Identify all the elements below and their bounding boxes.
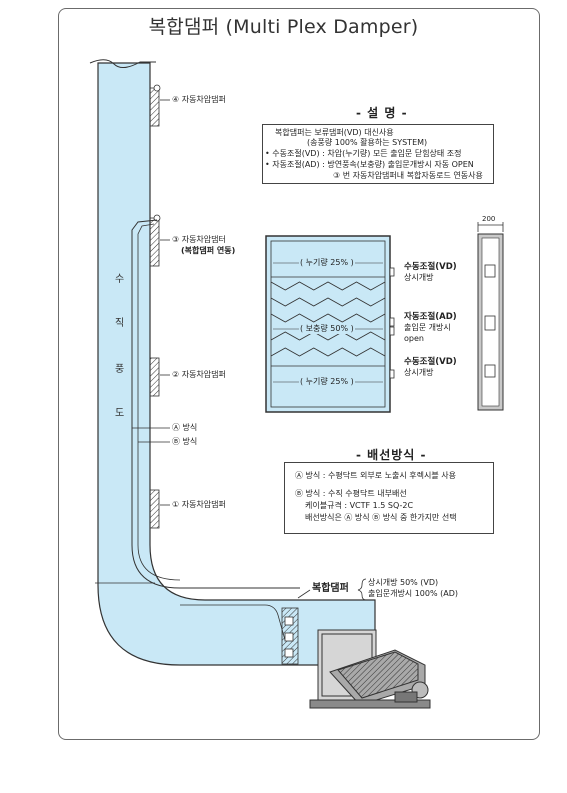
explanation-heading: - 설 명 - [356, 106, 408, 120]
wiring-heading: - 배선방식 - [356, 448, 427, 462]
damper-3-label: ③ 자동차압댐터 [172, 235, 226, 244]
explanation-line-3: • 수동조절(VD) : 차압(누기량) 모든 출입문 닫힘상태 조정 [265, 149, 462, 158]
bottom-multiplex-damper [281, 607, 299, 665]
shaft-char-3: 풍 [115, 364, 125, 375]
vd-top-title: 수동조절(VD) [404, 262, 457, 272]
ad-title: 자동조절(AD) [404, 312, 457, 322]
explanation-line-2: (송풍량 100% 활용하는 SYSTEM) [307, 138, 428, 147]
wiring-box: Ⓐ 방식 : 수평닥트 외부로 노출시 후렉시블 사용 Ⓑ 방식 : 수직 수평… [284, 462, 494, 534]
page-title: 복합댐퍼 (Multi Plex Damper) [148, 16, 419, 38]
wiring-a-label: Ⓐ 방식 [172, 423, 198, 432]
vertical-shaft [97, 62, 376, 666]
ad-sub-2: open [404, 334, 424, 343]
damper-4 [149, 87, 160, 127]
panel-top-band: ( 누기량 25% ) [299, 258, 355, 268]
wiring-line-a [131, 219, 300, 589]
damper-1 [149, 489, 160, 529]
damper-3 [149, 217, 160, 267]
wiring-cable-spec: 케이블규격 : VCTF 1.5 SQ-2C [305, 501, 414, 510]
shaft-char-1: 수 [115, 274, 125, 285]
panel-mid-band: ( 보충량 50% ) [299, 324, 355, 334]
note-brace [357, 578, 367, 601]
explanation-line-4: • 자동조절(AD) : 방연풍속(보충량) 출입문개방시 자동 OPEN [265, 160, 474, 169]
explanation-line-5: ③ 번 자동차압댐퍼내 복합자동로드 연동사용 [333, 171, 483, 180]
damper-1-label: ① 자동차압댐퍼 [172, 500, 226, 509]
damper-3-actuator [153, 214, 161, 222]
damper-chevrons [270, 281, 386, 357]
wiring-line-a-text: Ⓐ 방식 : 수평닥트 외부로 노출시 후렉시블 사용 [295, 471, 456, 480]
damper-4-actuator [153, 84, 161, 92]
vd-bottom-sub: 상시개방 [404, 368, 434, 377]
bottom-damper-label: 복합댐퍼 [312, 583, 349, 594]
explanation-line-1: 복합댐퍼는 보류댐퍼(VD) 대신사용 [275, 128, 394, 137]
shaft-char-2: 직 [115, 318, 125, 329]
side-dimension: 200 [482, 215, 496, 223]
fan-unit [309, 629, 431, 709]
damper-2-label: ② 자동차압댐퍼 [172, 370, 226, 379]
damper-3-sublabel: (복합댐퍼 연동) [181, 246, 236, 255]
explanation-box: 복합댐퍼는 보류댐퍼(VD) 대신사용 (송풍량 100% 활용하는 SYSTE… [262, 124, 494, 184]
shaft-char-4: 도 [115, 408, 125, 419]
bottom-note-2: 출입문개방시 100% (AD) [368, 589, 458, 598]
damper-4-label: ④ 자동차압댐퍼 [172, 95, 226, 104]
vd-bottom-title: 수동조절(VD) [404, 357, 457, 367]
wiring-choice: 배선방식은 Ⓐ 방식 Ⓑ 방식 중 한가지만 선택 [305, 513, 457, 522]
shaft-break-line [89, 59, 156, 68]
ad-sub-1: 출입문 개방시 [404, 323, 451, 332]
damper-side-view [477, 222, 504, 411]
panel-bottom-band: ( 누기량 25% ) [299, 377, 355, 387]
wiring-line-b [137, 223, 181, 581]
bottom-note-1: 상시개방 50% (VD) [368, 578, 439, 587]
wiring-line-b-text: Ⓑ 방식 : 수직 수평닥트 내부배선 [295, 489, 407, 498]
damper-2 [149, 357, 160, 397]
vd-top-sub: 상시개방 [404, 273, 434, 282]
wiring-b-label: Ⓑ 방식 [172, 437, 198, 446]
